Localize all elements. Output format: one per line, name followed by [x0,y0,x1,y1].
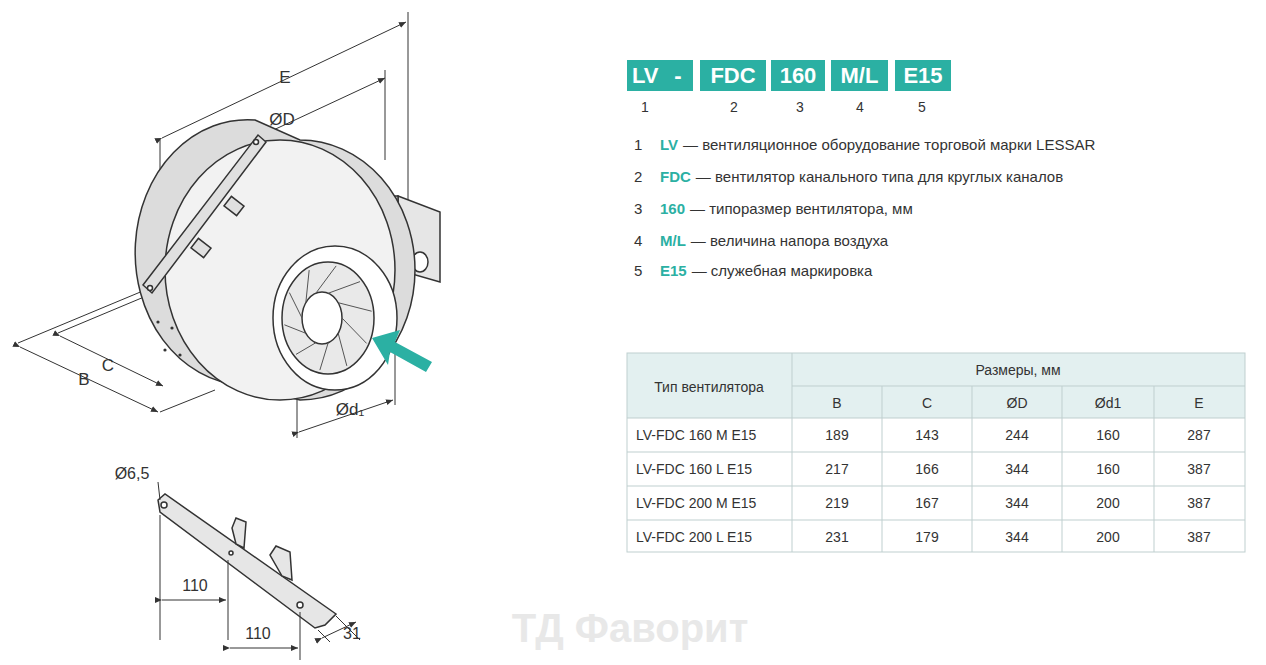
table-cell: 387 [1187,461,1210,477]
dimension-label: C [102,356,114,376]
table-header: Тип вентилятора [654,379,764,395]
description: — типоразмер вентилятора, мм [690,200,913,217]
table-cell: 160 [1096,427,1119,443]
callout-number: 2 [730,99,738,115]
dimension-label: 110 [182,577,208,595]
callout-number: 2 [634,168,642,185]
code-text: - [674,63,681,89]
code-box: M/L [831,60,888,91]
table-cell: 143 [915,427,938,443]
table-cell: 344 [1005,529,1028,545]
table-cell: 217 [825,461,848,477]
code-text: FDC [710,63,755,89]
table-cell: 200 [1096,495,1119,511]
table-cell: 231 [825,529,848,545]
description: — величина напора воздуха [691,232,888,249]
code-text: M/L [841,63,879,89]
code-name: E15 [660,262,687,279]
code-box: FDC [700,60,766,91]
code-name: 160 [660,200,685,217]
code-text: LV [632,63,658,89]
description: — служебная маркировка [692,262,873,279]
table-cell: 167 [915,495,938,511]
table-cell: 179 [915,529,938,545]
dimension-label: Ød₁ [336,400,364,420]
table-header: C [922,395,932,411]
callout-number: 4 [634,232,642,249]
table-header: Ød1 [1095,395,1121,411]
table-cell: LV-FDC 160 L E15 [636,461,752,477]
code-box: E15 [895,60,951,91]
callout-number: 1 [641,99,649,115]
callout-number: 3 [796,99,804,115]
table-cell: 344 [1005,461,1028,477]
table-cell: 200 [1096,529,1119,545]
dimension-label: E [279,68,290,88]
table-header: E [1194,395,1203,411]
code-box: LV [627,60,663,91]
table-cell: 344 [1005,495,1028,511]
table-header: ØD [1007,395,1028,411]
table-cell: 287 [1187,427,1210,443]
table-cell: LV-FDC 200 M E15 [636,495,756,511]
table-header: Размеры, мм [975,362,1060,378]
description: — вентиляционное оборудование торговой м… [683,136,1095,153]
callout-number: 3 [634,200,642,217]
table-cell: 160 [1096,461,1119,477]
table-cell: 244 [1005,427,1028,443]
code-text: E15 [903,63,942,89]
dimension-label: 31 [343,625,361,643]
dimension-label: 110 [245,625,271,643]
table-cell: 387 [1187,495,1210,511]
table-cell: 387 [1187,529,1210,545]
table-cell: LV-FDC 160 M E15 [636,427,756,443]
code-box: 160 [771,60,825,91]
callout-number: 5 [918,99,926,115]
table-grid [627,353,1245,552]
callout-number: 4 [856,99,864,115]
callout-number: 5 [634,262,642,279]
table-header: B [832,395,841,411]
code-name: LV [660,136,678,153]
dimension-label: ØD [269,110,295,130]
dimension-label: B [78,370,89,390]
code-text: 160 [780,63,817,89]
description: — вентилятор канального типа для круглых… [696,168,1063,185]
table-cell: 219 [825,495,848,511]
table-cell: 189 [825,427,848,443]
watermark: ТД Фаворит [512,605,749,651]
code-name: FDC [660,168,691,185]
dimension-label: Ø6,5 [115,465,150,483]
table-cell: 166 [915,461,938,477]
callout-number: 1 [634,136,642,153]
code-name: M/L [660,232,686,249]
code-box: - [663,60,693,91]
table-cell: LV-FDC 200 L E15 [636,529,752,545]
